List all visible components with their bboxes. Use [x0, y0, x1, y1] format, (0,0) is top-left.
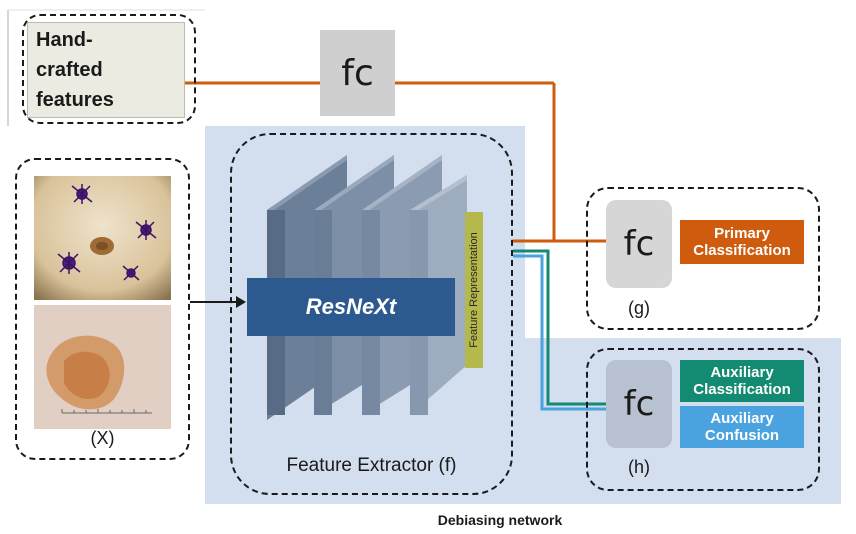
resnext-label: ResNeXt: [305, 294, 397, 319]
auxiliary-fc-box: fc: [606, 360, 672, 448]
auxiliary-classification-label: Auxiliary Classification: [680, 360, 804, 402]
feature-representation-label: Feature Representation: [468, 232, 481, 348]
resnext-bar: ResNeXt: [247, 278, 455, 336]
lesion-image-1: [34, 176, 171, 300]
input-group: [15, 158, 190, 460]
handcrafted-features-box: Hand- crafted features: [27, 22, 185, 118]
auxiliary-head-group: [586, 348, 820, 491]
diagram-title: Debiasing network: [437, 512, 563, 528]
primary-fc-box: fc: [606, 200, 672, 288]
handcrafted-features-label: Hand- crafted features: [36, 29, 114, 111]
fc-top-label: fc: [341, 52, 374, 94]
primary-classification-label: Primary Classification: [680, 220, 804, 264]
feature-extractor-caption: Feature Extractor (f): [286, 455, 457, 476]
primary-head-group: [586, 187, 820, 330]
feature-representation-bar: Feature Representation: [465, 212, 483, 368]
auxiliary-fc-label: fc: [623, 384, 655, 424]
auxiliary-confusion-label: Auxiliary Confusion: [680, 406, 804, 448]
input-caption: (X): [90, 428, 115, 448]
primary-head-caption: (g): [628, 298, 650, 318]
feature-extractor-group: [230, 133, 513, 495]
handcrafted-features-group: [22, 14, 196, 124]
primary-fc-label: fc: [623, 224, 655, 264]
auxiliary-head-caption: (h): [628, 457, 650, 477]
fc-top-box: fc: [320, 30, 395, 116]
lesion-image-2: [34, 305, 171, 429]
